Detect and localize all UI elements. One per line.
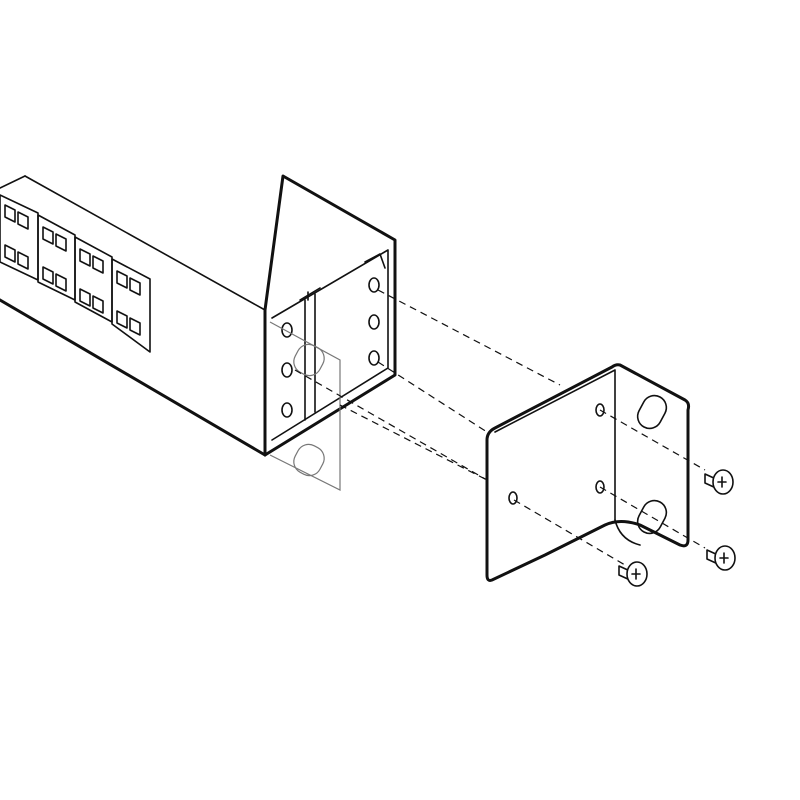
- mounted-bracket-outline: [269, 321, 341, 491]
- screw: [706, 545, 736, 571]
- port-blocks: [0, 194, 151, 353]
- screw: [618, 561, 648, 587]
- rack-bracket: [485, 363, 691, 582]
- switch-chassis: [0, 174, 397, 457]
- screw: [704, 469, 734, 495]
